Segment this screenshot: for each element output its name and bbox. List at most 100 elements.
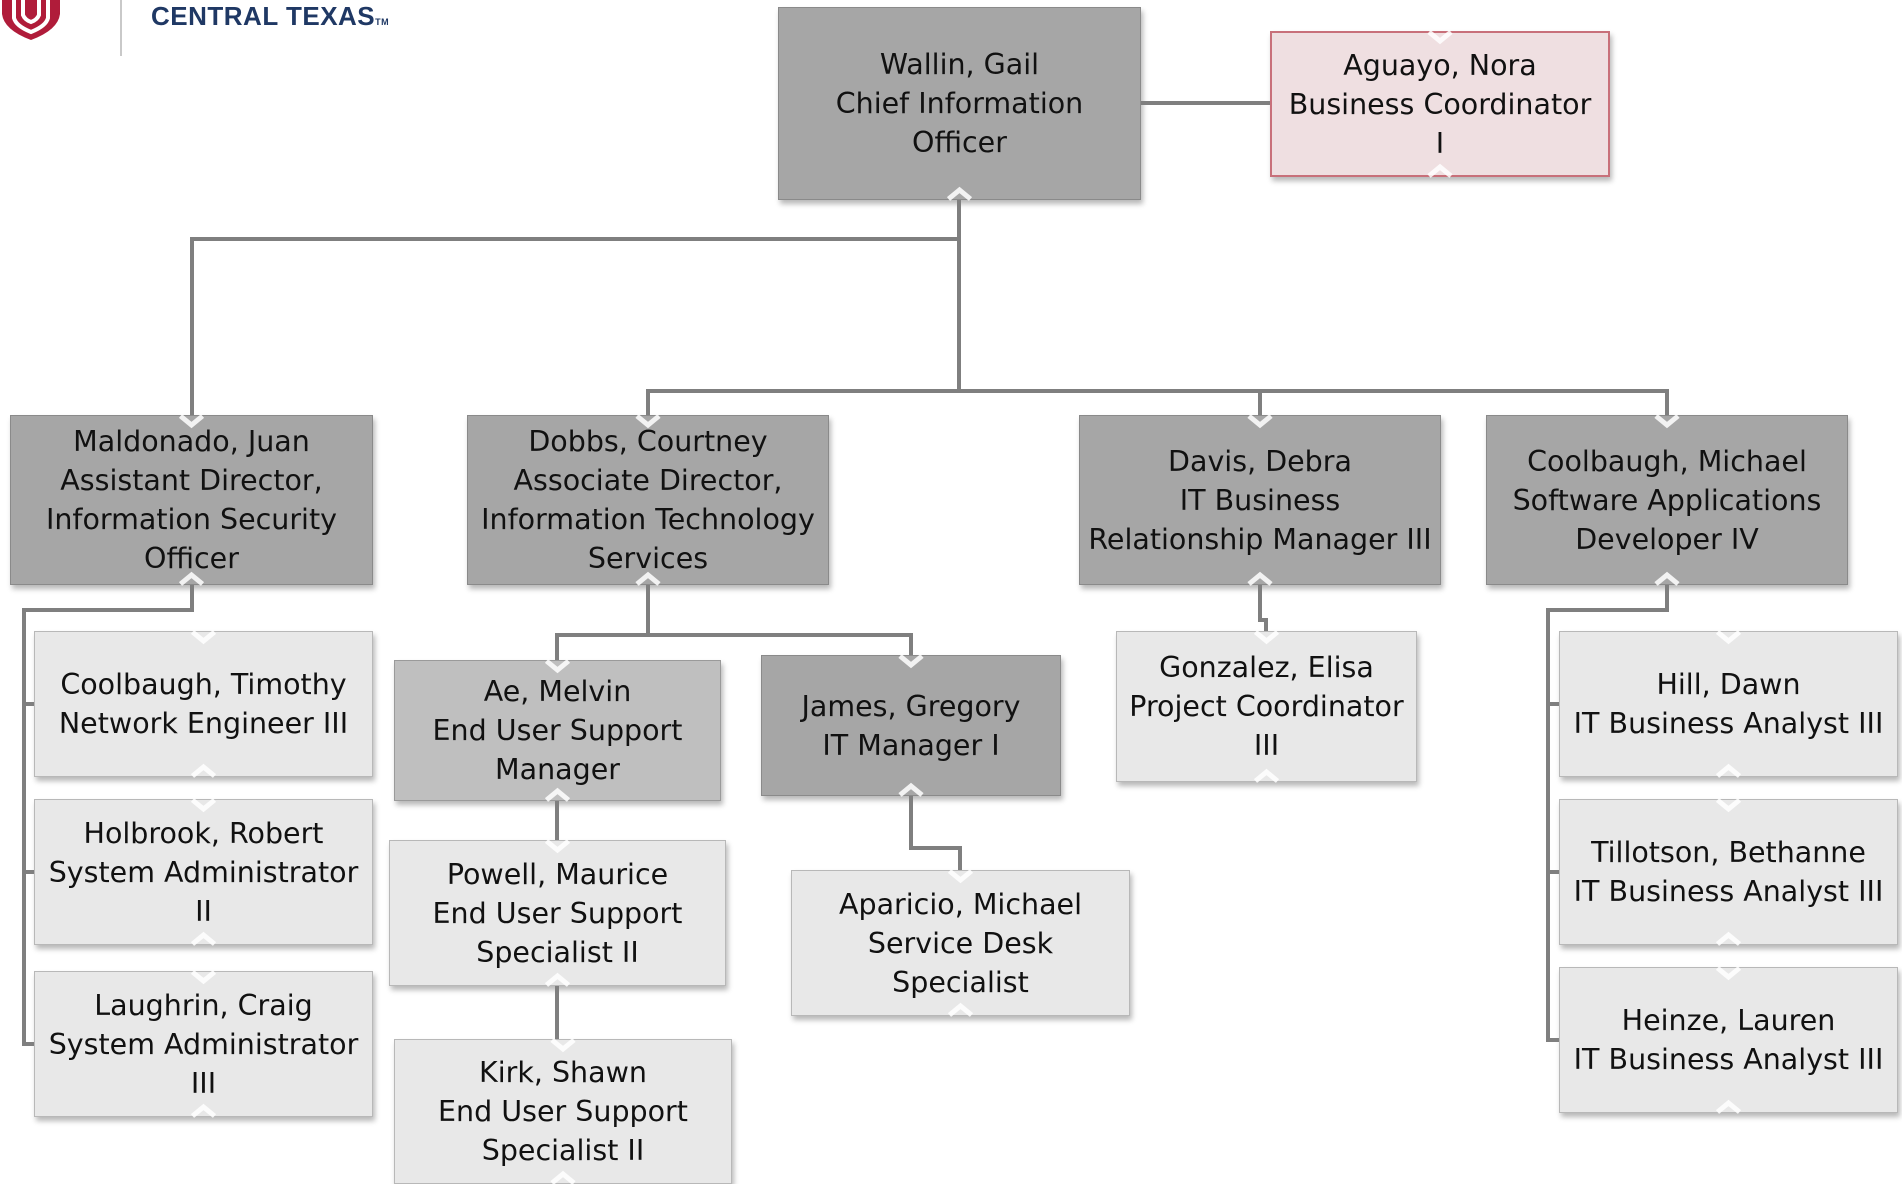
chevron-down-icon (1253, 630, 1280, 645)
logo-trademark: TM (375, 17, 390, 27)
chevron-up-icon (898, 782, 924, 797)
chevron-up-icon (1247, 571, 1273, 586)
chevron-up-icon (190, 931, 217, 946)
chevron-up-icon (1715, 763, 1742, 778)
chevron-down-icon (1247, 414, 1273, 429)
job-title: End User Support Specialist II (432, 896, 683, 969)
connector-wallin-to-davis (959, 389, 1262, 415)
chevron-up-icon (190, 1103, 217, 1118)
person-name: Davis, Debra (1168, 444, 1352, 478)
job-title: System Administrator III (48, 1027, 359, 1100)
chevron-up-icon (544, 787, 571, 802)
person-name: Ae, Melvin (483, 675, 632, 708)
connector-wallin-to-maldonado (190, 200, 961, 415)
job-title: Service Desk Specialist (867, 926, 1054, 999)
person-name: Dobbs, Courtney (528, 425, 768, 458)
chevron-up-icon (544, 972, 571, 987)
chevron-up-icon (1715, 931, 1742, 946)
org-box-content: Davis, Debra IT Business Relationship Man… (1080, 442, 1440, 559)
person-name: Tillotson, Bethanne (1591, 836, 1866, 869)
chevron-up-icon (635, 571, 661, 586)
chevron-up-icon (1654, 571, 1680, 586)
person-name: Powell, Maurice (446, 857, 669, 891)
connector-davis-to-gonzalez (1258, 585, 1268, 631)
org-box-heinze[interactable]: Heinze, Lauren IT Business Analyst III (1559, 967, 1898, 1113)
chevron-down-icon (635, 414, 661, 429)
logo-text: CENTRAL TEXASTM (151, 1, 389, 32)
connector-maldonado-to-coolbaugh-timothy (22, 585, 194, 706)
person-name: Heinze, Lauren (1621, 1004, 1836, 1037)
chevron-up-icon (1427, 163, 1453, 178)
org-box-content: Heinze, Lauren IT Business Analyst III (1566, 1001, 1892, 1079)
job-title: Associate Director, Information Technolo… (481, 464, 815, 575)
shield-icon (2, 0, 60, 40)
chevron-down-icon (898, 654, 924, 669)
connector-maldonado-to-holbrook (22, 704, 34, 874)
job-title: IT Manager I (822, 728, 1000, 762)
job-title: Business Coordinator I (1288, 87, 1592, 160)
chevron-down-icon (550, 1038, 576, 1053)
org-box-davis[interactable]: Davis, Debra IT Business Relationship Man… (1079, 415, 1441, 585)
job-title: Chief Information Officer (835, 87, 1084, 159)
chevron-up-icon (946, 186, 973, 201)
job-title: End User Support Specialist II (438, 1095, 688, 1167)
connector-dobbs-to-james (648, 633, 913, 655)
chevron-down-icon (1715, 966, 1742, 981)
connector-coolbaugh-michael-to-tillotson (1546, 704, 1559, 874)
chevron-up-icon (1715, 1099, 1742, 1114)
chevron-down-icon (544, 839, 571, 854)
job-title: IT Business Analyst III (1573, 875, 1884, 908)
chevron-up-icon (947, 1002, 974, 1017)
connector-james-to-aparicio (909, 796, 962, 870)
chevron-down-icon (1715, 798, 1742, 813)
chevron-up-icon (550, 1170, 576, 1184)
person-name: Aguayo, Nora (1343, 48, 1537, 82)
job-title: IT Business Relationship Manager III (1088, 483, 1432, 556)
person-name: Hill, Dawn (1656, 668, 1801, 701)
job-title: IT Business Analyst III (1573, 1043, 1884, 1076)
logo-wordmark: CENTRAL TEXAS (151, 1, 376, 31)
job-title: Network Engineer III (58, 707, 349, 740)
person-name: Gonzalez, Elisa (1159, 651, 1374, 684)
connector-coolbaugh-michael-to-heinze (1546, 872, 1559, 1042)
person-name: Aparicio, Michael (839, 887, 1082, 921)
logo: CENTRAL TEXASTM (0, 0, 400, 60)
job-title: System Administrator II (48, 855, 359, 928)
connector-wallin-to-coolbaugh-michael (1260, 389, 1669, 415)
org-box-tillotson[interactable]: Tillotson, Bethanne IT Business Analyst I… (1559, 799, 1898, 945)
chevron-up-icon (178, 571, 205, 586)
person-name: Wallin, Gail (879, 48, 1040, 81)
chevron-down-icon (1427, 30, 1453, 45)
chevron-down-icon (947, 869, 974, 884)
job-title: Software Applications Developer IV (1512, 483, 1822, 556)
